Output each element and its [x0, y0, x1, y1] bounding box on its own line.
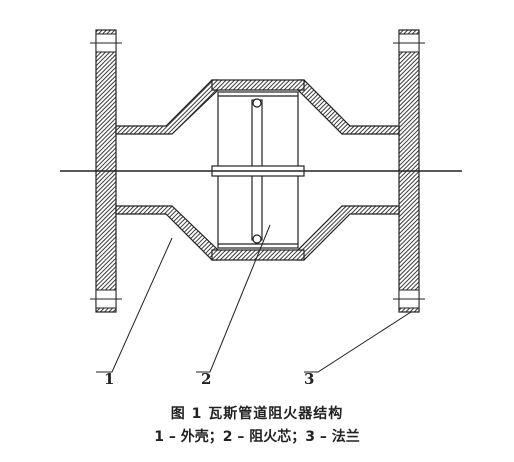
callout-3: 3 — [304, 370, 314, 388]
shell-lower-right — [297, 205, 400, 261]
shell-upper-left — [115, 79, 219, 135]
shell-lower-left — [115, 205, 219, 261]
callout-2: 2 — [201, 370, 211, 388]
shell-upper-middle — [211, 79, 305, 91]
leader-line-2 — [196, 224, 271, 373]
leader-line-1 — [96, 237, 173, 373]
callout-1: 1 — [104, 370, 114, 388]
core-bottom-pin — [252, 234, 262, 244]
leader-line-3 — [304, 311, 412, 373]
figure-legend: 1 – 外壳；2 – 阻火芯；3 – 法兰 — [154, 429, 360, 445]
figure-caption: 图 1 瓦斯管道阻火器结构 — [170, 406, 344, 422]
shell-upper-right — [297, 79, 400, 135]
core-top-pin — [252, 98, 262, 108]
